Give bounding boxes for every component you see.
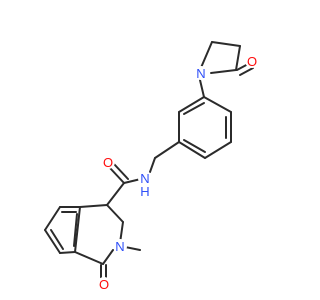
bond (149, 157, 156, 173)
bond (199, 41, 213, 71)
atom-mask (97, 277, 111, 291)
bond (210, 69, 237, 74)
molecule-structure: O N N H O N O (44, 41, 259, 292)
bond (183, 139, 206, 153)
bond (79, 204, 108, 208)
atom-N2: N (115, 239, 124, 254)
bond (124, 246, 141, 251)
bond (178, 141, 206, 159)
atom-mask (138, 171, 152, 185)
atom-N1: N (196, 66, 205, 81)
bond (44, 206, 61, 231)
atom-mask (245, 54, 259, 68)
bond (211, 41, 241, 47)
atom-mask (101, 155, 115, 169)
bond (74, 206, 81, 253)
bond (199, 79, 205, 98)
atom-O3: O (99, 277, 109, 292)
bond (106, 182, 125, 206)
bonds (44, 41, 254, 281)
bond (154, 141, 180, 159)
bond (102, 249, 114, 265)
bond (113, 163, 129, 180)
bond (239, 67, 254, 76)
atom-H: H (140, 184, 149, 199)
bond (203, 96, 232, 113)
bond (44, 229, 61, 254)
atom-O1: O (247, 54, 257, 69)
atom-labels: O N N H O N O (97, 54, 259, 292)
atom-NH: N (140, 171, 149, 186)
bond (106, 204, 124, 223)
atom-O2: O (103, 155, 113, 170)
bond (59, 251, 76, 254)
bond (178, 96, 205, 113)
bond (204, 141, 232, 159)
bond (109, 167, 125, 184)
bond (183, 102, 205, 115)
atom-mask (194, 66, 208, 80)
molecule-canvas: O N N H O N O (44, 41, 259, 292)
bond (235, 45, 241, 71)
bond (50, 229, 64, 250)
atom-mask (113, 239, 127, 253)
bond (73, 213, 78, 247)
bond (74, 251, 104, 265)
